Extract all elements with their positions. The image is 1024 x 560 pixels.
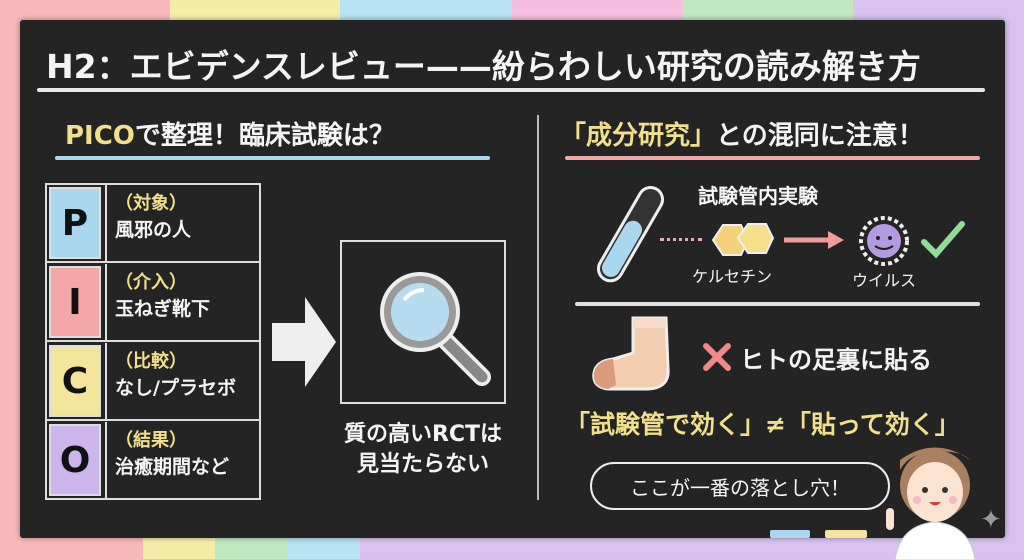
right-divider: [575, 302, 980, 306]
rct-caption: 質の高いRCTは 見当たらない: [320, 420, 526, 480]
check-icon: [921, 221, 965, 259]
heading-accent: PICO: [65, 121, 135, 151]
left-heading-underline: [55, 156, 490, 160]
virus-icon: [859, 216, 909, 266]
chalkboard: H2：エビデンスレビュー——紛らわしい研究の読み解き方 PICOで整理！臨床試験…: [20, 20, 1005, 560]
pico-row: P （対象） 風邪の人: [47, 185, 259, 263]
quercetin-icon: [711, 223, 775, 256]
speech-text: ここが一番の落とし穴！: [630, 475, 850, 500]
right-heading-underline: [565, 156, 980, 160]
cross-icon: [703, 343, 731, 371]
search-result-box: [340, 240, 506, 404]
pico-category: （対象）: [115, 193, 187, 214]
pico-table: P （対象） 風邪の人 I （介入） 玉ねぎ靴下 C （比較） なし/プラセボ O （…: [45, 183, 261, 500]
test-tube-icon: [597, 185, 664, 283]
caption-line: 見当たらない: [356, 452, 489, 477]
page-title: H2：エビデンスレビュー——紛らわしい研究の読み解き方: [46, 47, 921, 86]
pico-letter: P: [49, 187, 101, 259]
chalk-piece-yellow: [825, 530, 867, 538]
left-heading: PICOで整理！臨床試験は？: [65, 115, 395, 152]
heading-rest: で整理！臨床試験は？: [134, 121, 395, 151]
pico-row: O （結果） 治癒期間など: [47, 422, 259, 500]
foot-text: ヒトの足裏に貼る: [740, 346, 932, 374]
caption-line: 質の高いRCTは: [343, 422, 503, 447]
compound-label: ケルセチン: [692, 267, 773, 286]
pico-value: 風邪の人: [115, 219, 192, 241]
virus-label: ウイルス: [852, 271, 917, 290]
experiment-label: 試験管内実験: [698, 184, 818, 208]
pico-row: I （介入） 玉ねぎ靴下: [47, 264, 259, 342]
pico-category: （結果）: [115, 430, 187, 451]
speech-bubble: ここが一番の落とし穴！: [590, 462, 890, 510]
section-divider: [537, 115, 539, 500]
pico-row: C （比較） なし/プラセボ: [47, 343, 259, 421]
right-heading: 「成分研究」との混同に注意！: [560, 115, 924, 152]
magnifier-icon: [380, 272, 491, 386]
heading-rest: との混同に注意！: [716, 121, 924, 151]
doctor-avatar: [886, 447, 976, 560]
sock-icon: [592, 316, 670, 391]
pico-letter: I: [49, 266, 101, 338]
right-arrow-icon: [272, 297, 336, 387]
pico-letter: O: [49, 424, 101, 496]
dotted-connector: [660, 238, 702, 241]
title-underline: [37, 88, 985, 92]
chalk-piece-blue: [770, 530, 810, 538]
pico-category: （介入）: [115, 272, 187, 293]
pico-value: 玉ねぎ靴下: [115, 298, 211, 320]
pico-value: 治癒期間など: [115, 456, 230, 478]
comparison-text: 「試験管で効く」≠「貼って効く」: [565, 410, 960, 439]
heading-accent: 「成分研究」: [560, 121, 717, 151]
pico-category: （比較）: [115, 351, 187, 372]
pico-value: なし/プラセボ: [115, 377, 236, 399]
sparkle-icon: ✦: [980, 505, 1002, 535]
pink-arrow-icon: [784, 231, 844, 249]
pico-letter: C: [49, 345, 101, 417]
